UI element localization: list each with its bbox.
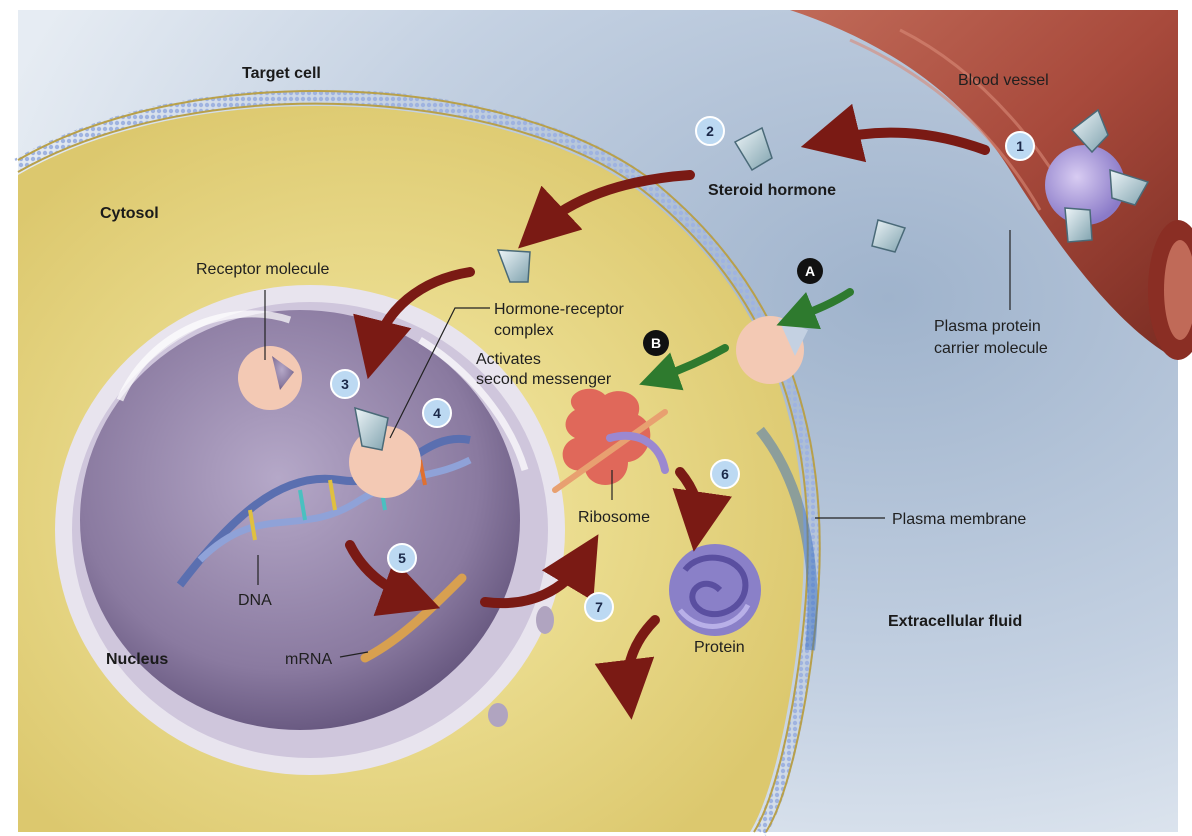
label-ribosome: Ribosome <box>578 509 650 526</box>
svg-text:A: A <box>805 263 815 279</box>
label-cytosol: Cytosol <box>100 205 159 222</box>
leader-mrna <box>339 651 369 658</box>
label-activates-2: second messenger <box>476 371 612 388</box>
label-nucleus: Nucleus <box>106 651 168 668</box>
label-target-cell: Target cell <box>242 65 321 82</box>
pathway-badge-a: A <box>797 258 823 284</box>
svg-text:B: B <box>651 335 661 351</box>
plasma-membrane <box>14 89 821 836</box>
receptor-molecule-free <box>238 346 302 410</box>
step-badge-4: 4 <box>422 398 452 428</box>
svg-text:2: 2 <box>706 123 714 139</box>
svg-text:5: 5 <box>398 550 406 566</box>
arrow-step-7 <box>594 615 660 720</box>
steroid-hormone-shape <box>871 219 907 253</box>
protein <box>669 544 761 636</box>
step-badge-7: 7 <box>584 592 614 622</box>
steroid-hormone-shape <box>733 126 773 172</box>
label-mrna: mRNA <box>285 651 332 668</box>
label-plasma-protein-2: carrier molecule <box>934 340 1048 357</box>
svg-text:3: 3 <box>341 376 349 392</box>
label-activates-1: Activates <box>476 351 541 368</box>
arrow-step-3 <box>353 267 475 380</box>
mrna-strand <box>360 573 467 663</box>
steroid-hormone-shape <box>496 249 531 283</box>
arrow-step-1 <box>800 103 990 163</box>
label-extracellular-fluid: Extracellular fluid <box>888 613 1022 630</box>
svg-text:1: 1 <box>1016 138 1024 154</box>
ribosome <box>552 388 669 493</box>
label-receptor-molecule: Receptor molecule <box>196 261 330 278</box>
label-steroid-hormone: Steroid hormone <box>708 182 836 199</box>
arrow-mrna-ribosome <box>480 534 599 609</box>
label-hormone-receptor-1: Hormone-receptor <box>494 301 625 318</box>
label-plasma-protein-1: Plasma protein <box>934 318 1041 335</box>
step-badge-1: 1 <box>1005 131 1035 161</box>
label-plasma-membrane: Plasma membrane <box>892 511 1026 528</box>
arrow-pathway-b <box>639 344 729 391</box>
label-blood-vessel: Blood vessel <box>958 72 1049 89</box>
step-badge-6: 6 <box>710 459 740 489</box>
arrow-step-2 <box>518 170 695 249</box>
arrow-pathway-a <box>776 288 854 330</box>
label-hormone-receptor-2: complex <box>494 322 554 339</box>
leader-hormone-receptor <box>389 307 490 439</box>
step-badge-2: 2 <box>695 116 725 146</box>
svg-text:7: 7 <box>595 599 603 615</box>
svg-text:4: 4 <box>433 405 441 421</box>
svg-text:6: 6 <box>721 466 729 482</box>
plasma-protein-carrier <box>1045 108 1150 243</box>
arrow-step-5 <box>345 540 441 616</box>
label-dna: DNA <box>238 592 272 609</box>
pathway-badge-b: B <box>643 330 669 356</box>
step-badge-5: 5 <box>387 543 417 573</box>
step-badge-3: 3 <box>330 369 360 399</box>
arrow-step-6 <box>672 467 732 552</box>
label-protein: Protein <box>694 639 745 656</box>
hormone-receptor-complex <box>349 406 421 498</box>
